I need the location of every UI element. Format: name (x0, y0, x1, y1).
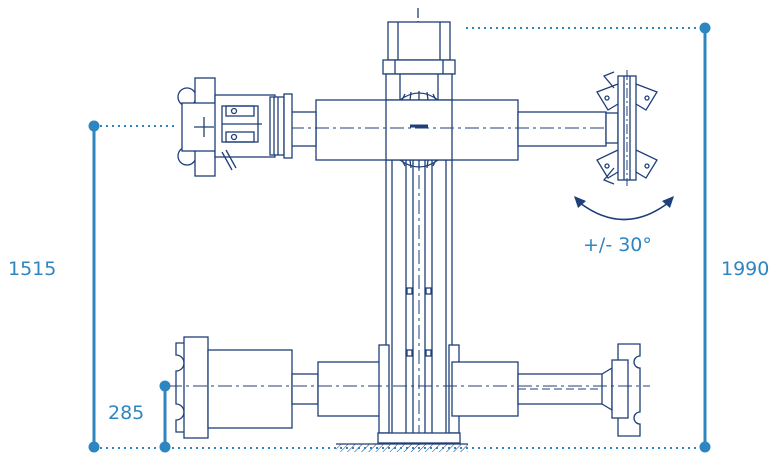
machine-drawing (168, 8, 674, 452)
dimension-lines (88, 22, 711, 453)
right-torch (596, 70, 658, 186)
base-assembly (168, 336, 650, 452)
dimension-label-1990: 1990 (721, 258, 770, 280)
dimension-1990 (466, 22, 711, 453)
dimension-1515 (88, 120, 174, 453)
rotation-arrow (574, 196, 674, 221)
dimension-285 (159, 380, 171, 453)
dimension-label-285: 285 (108, 402, 145, 424)
column (382, 8, 456, 445)
left-head (177, 77, 293, 177)
dimension-label-1515: 1515 (8, 258, 57, 280)
boom-arm (289, 91, 612, 169)
rotation-angle-label: +/- 30° (583, 234, 652, 256)
